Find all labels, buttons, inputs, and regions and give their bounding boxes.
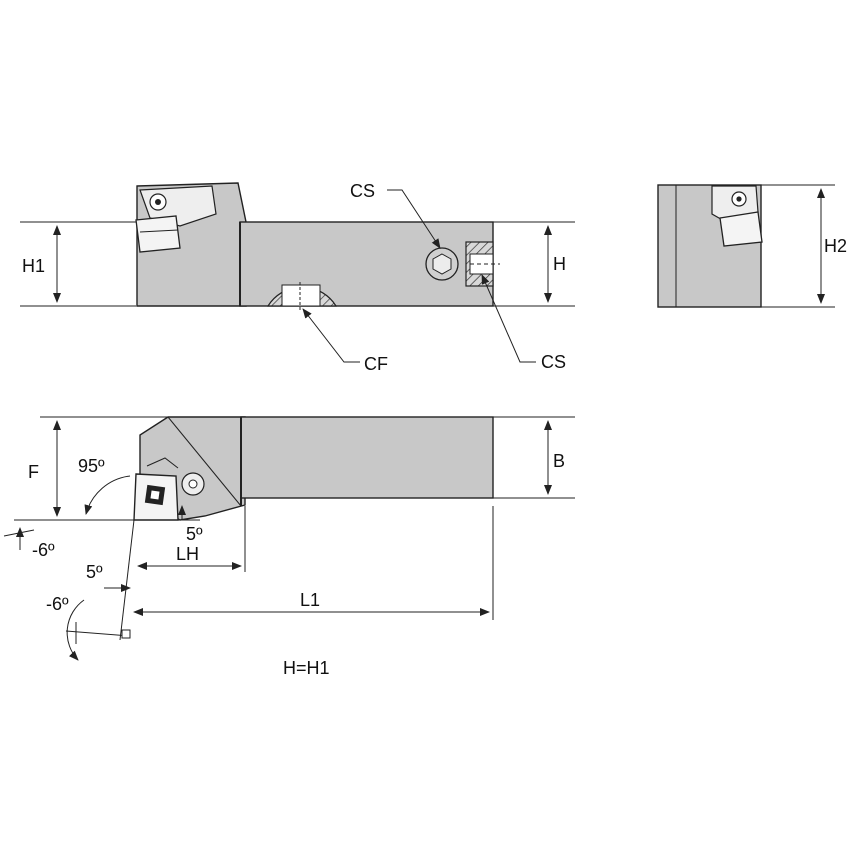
angle-5a-label: 5º [186, 524, 203, 544]
cf-bore [266, 282, 338, 312]
b-label: B [553, 451, 565, 471]
end-view: H2 [657, 184, 847, 308]
lh-label: LH [176, 544, 199, 564]
cf-label: CF [364, 354, 388, 374]
f-label: F [28, 462, 39, 482]
angle-5b-label: 5º [86, 562, 103, 582]
cs-bottom-label: CS [541, 352, 566, 372]
h2-label: H2 [824, 236, 847, 256]
top-view: B F 95º -6º 5º LH 5º L1 -6º [3, 416, 575, 661]
side-view: H1 H CS CS CF [20, 181, 575, 374]
angle-neg6a-label: -6º [32, 540, 55, 560]
cs-screw [425, 241, 500, 287]
h1-label: H1 [22, 256, 45, 276]
insert [133, 457, 205, 521]
h-label: H [553, 254, 566, 274]
h-equals-h1-note: H=H1 [283, 658, 330, 678]
angle-neg6b-label: -6º [46, 594, 69, 614]
clamp-assembly [135, 185, 217, 253]
l1-label: L1 [300, 590, 320, 610]
angle-95-label: 95º [78, 456, 105, 476]
cs-top-label: CS [350, 181, 375, 201]
